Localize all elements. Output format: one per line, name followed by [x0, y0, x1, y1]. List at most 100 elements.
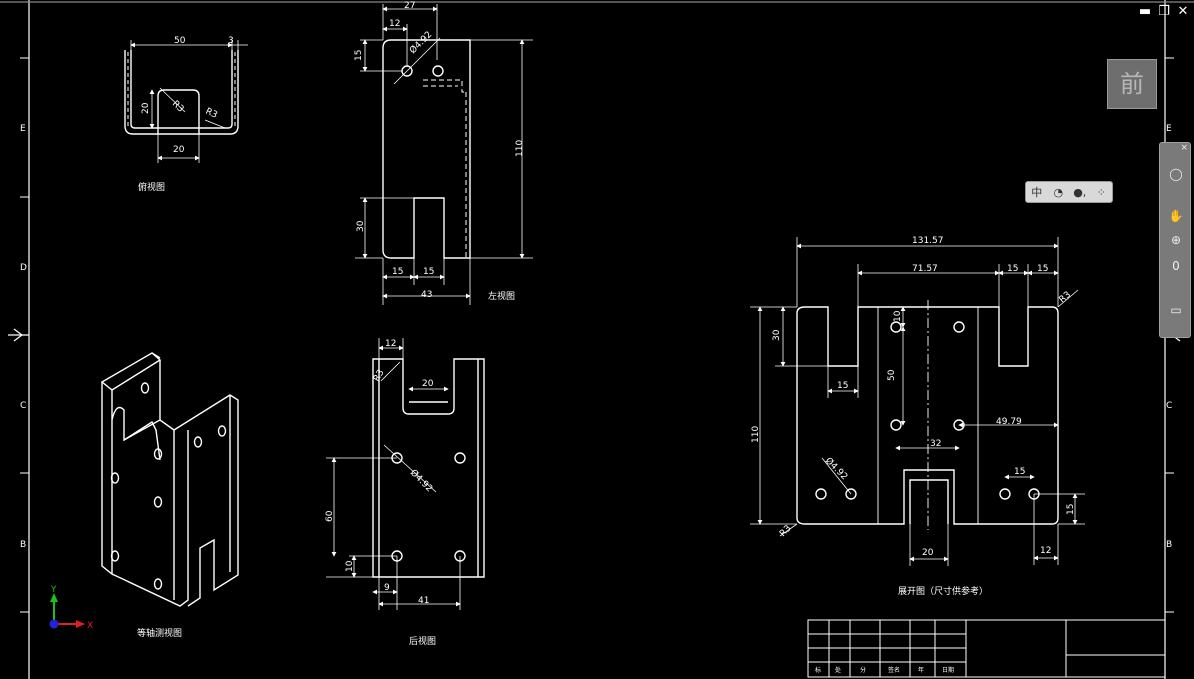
- isometric-caption: 等轴测视图: [137, 627, 182, 639]
- dim-label: 110: [751, 426, 761, 443]
- zone-letters-left: E D C B: [20, 124, 27, 550]
- dim-label: 10: [893, 310, 903, 322]
- left-view[interactable]: [382, 39, 471, 259]
- dim-label: 15: [1014, 467, 1025, 477]
- dim-label: 49.79: [996, 417, 1022, 427]
- dim-label: 50: [174, 36, 186, 46]
- dim-label: R3: [204, 107, 219, 121]
- dim-label: 27: [404, 1, 415, 11]
- dim-label: 20: [173, 145, 185, 155]
- title-block-label: 年: [918, 666, 924, 674]
- dim-label: 60: [325, 510, 335, 522]
- view-caption: 俯视图: [138, 181, 165, 193]
- dim-label: 20: [422, 379, 434, 389]
- view-caption: 左视图: [488, 290, 515, 302]
- zone-letter: E: [1166, 124, 1172, 134]
- isometric-view[interactable]: [100, 352, 239, 607]
- dim-label: 20: [922, 548, 934, 558]
- top-view-dims: [130, 40, 248, 163]
- zone-letter: E: [20, 124, 26, 134]
- dim-label: 43: [421, 290, 432, 300]
- flat-pattern-dims: [750, 237, 1085, 566]
- dim-label: 15: [837, 381, 848, 391]
- orbit-icon[interactable]: 0: [1172, 259, 1180, 273]
- left-view-hidden: [423, 79, 467, 258]
- dim-label: 71.57: [912, 264, 938, 274]
- center-icon[interactable]: 中: [1031, 186, 1043, 199]
- dim-label: 12: [1040, 546, 1051, 556]
- view-caption: 展开图（尺寸供参考）: [898, 585, 988, 597]
- title-block-label: 分: [860, 666, 866, 674]
- dim-label: 30: [356, 220, 366, 232]
- title-block-labels: 标 处 分 签名 年 日期: [815, 666, 954, 674]
- dim-label: 41: [418, 596, 429, 606]
- flat-pattern-labels: 131.57 71.57 15 15 R3 30 110 10 50 15 32…: [751, 236, 1076, 597]
- top-view-labels: 50 3 20 R3 R3 20 俯视图: [138, 36, 234, 193]
- shade-icon[interactable]: ◔: [1053, 185, 1064, 199]
- view-caption: 后视图: [409, 635, 436, 647]
- back-view[interactable]: [372, 358, 485, 578]
- dim-label: 3: [228, 36, 234, 46]
- viewcube-face-label: 前: [1120, 70, 1144, 98]
- minimize-button[interactable]: ▬: [1138, 4, 1152, 19]
- top-view-hidden: [127, 52, 236, 126]
- top-view[interactable]: [124, 50, 239, 135]
- zone-letter: B: [20, 540, 26, 550]
- dim-label: R3: [170, 99, 186, 115]
- zone-letter: C: [20, 401, 26, 411]
- dim-label: 50: [887, 369, 897, 381]
- title-block-label: 日期: [942, 666, 954, 674]
- left-view-labels: 27 12 Ø4.92 15 110 30 15 15 43 左视图: [354, 1, 525, 302]
- dim-label: 15: [423, 267, 434, 277]
- dim-label: R3: [1058, 290, 1074, 305]
- pan-icon[interactable]: ✋: [1168, 209, 1184, 223]
- dim-label: 30: [772, 329, 782, 341]
- zone-letter: C: [1166, 401, 1172, 411]
- ucs-icon: Y X: [49, 585, 93, 631]
- title-block-label: 签名: [888, 666, 900, 674]
- title-block: [807, 619, 1166, 678]
- title-block-label: 处: [835, 666, 841, 674]
- dim-label: 15: [1066, 504, 1076, 515]
- dim-label: 15: [1007, 264, 1018, 274]
- ucs-x-label: X: [87, 621, 93, 631]
- navbar-close-icon[interactable]: ×: [1180, 143, 1188, 153]
- back-view-dims: [326, 338, 461, 610]
- dim-label: 10: [345, 560, 355, 572]
- showmotion-icon[interactable]: ▭: [1170, 303, 1182, 317]
- ucs-y-label: Y: [50, 585, 57, 595]
- dim-label: 12: [389, 19, 400, 29]
- dim-label: 12: [385, 339, 396, 349]
- dim-label: 20: [141, 102, 151, 114]
- close-button[interactable]: ✕: [1177, 4, 1189, 19]
- dim-label: R3: [778, 524, 794, 540]
- title-block-label: 标: [815, 666, 821, 674]
- grid-icon[interactable]: ⁘: [1096, 185, 1106, 199]
- navigation-bar: × ◯ ✋ ⊕ 0 ▭: [1159, 142, 1191, 338]
- zone-letter: D: [20, 263, 27, 273]
- steering-wheel-icon[interactable]: ◯: [1169, 167, 1183, 181]
- dim-label: 15: [354, 50, 364, 61]
- viewcube[interactable]: 前: [1107, 59, 1157, 109]
- dim-label: 15: [1037, 264, 1048, 274]
- mini-toolbar: 中 ◔ ●, ⁘: [1025, 181, 1113, 203]
- centering-arrow-left: [8, 328, 29, 342]
- dim-label: R3: [372, 368, 387, 383]
- left-view-dims: [355, 4, 533, 305]
- visual-style-icon[interactable]: ●,: [1073, 185, 1087, 199]
- zoom-icon[interactable]: ⊕: [1170, 233, 1182, 247]
- dim-label: Ø4.92: [408, 467, 435, 494]
- zone-ticks: [20, 57, 1174, 613]
- dim-label: 131.57: [912, 236, 944, 246]
- dim-label: 9: [384, 583, 390, 593]
- dim-label: Ø4.92: [823, 455, 850, 482]
- zone-letter: B: [1166, 540, 1172, 550]
- view-caption: 等轴测视图: [137, 627, 182, 639]
- dim-label: 110: [515, 140, 525, 157]
- flat-pattern[interactable]: [796, 306, 1059, 525]
- restore-button[interactable]: ❐: [1158, 4, 1170, 19]
- flat-bend-lines: [877, 300, 979, 530]
- back-view-labels: 12 R3 20 Ø4.92 60 10 9 41 后视图: [325, 339, 436, 647]
